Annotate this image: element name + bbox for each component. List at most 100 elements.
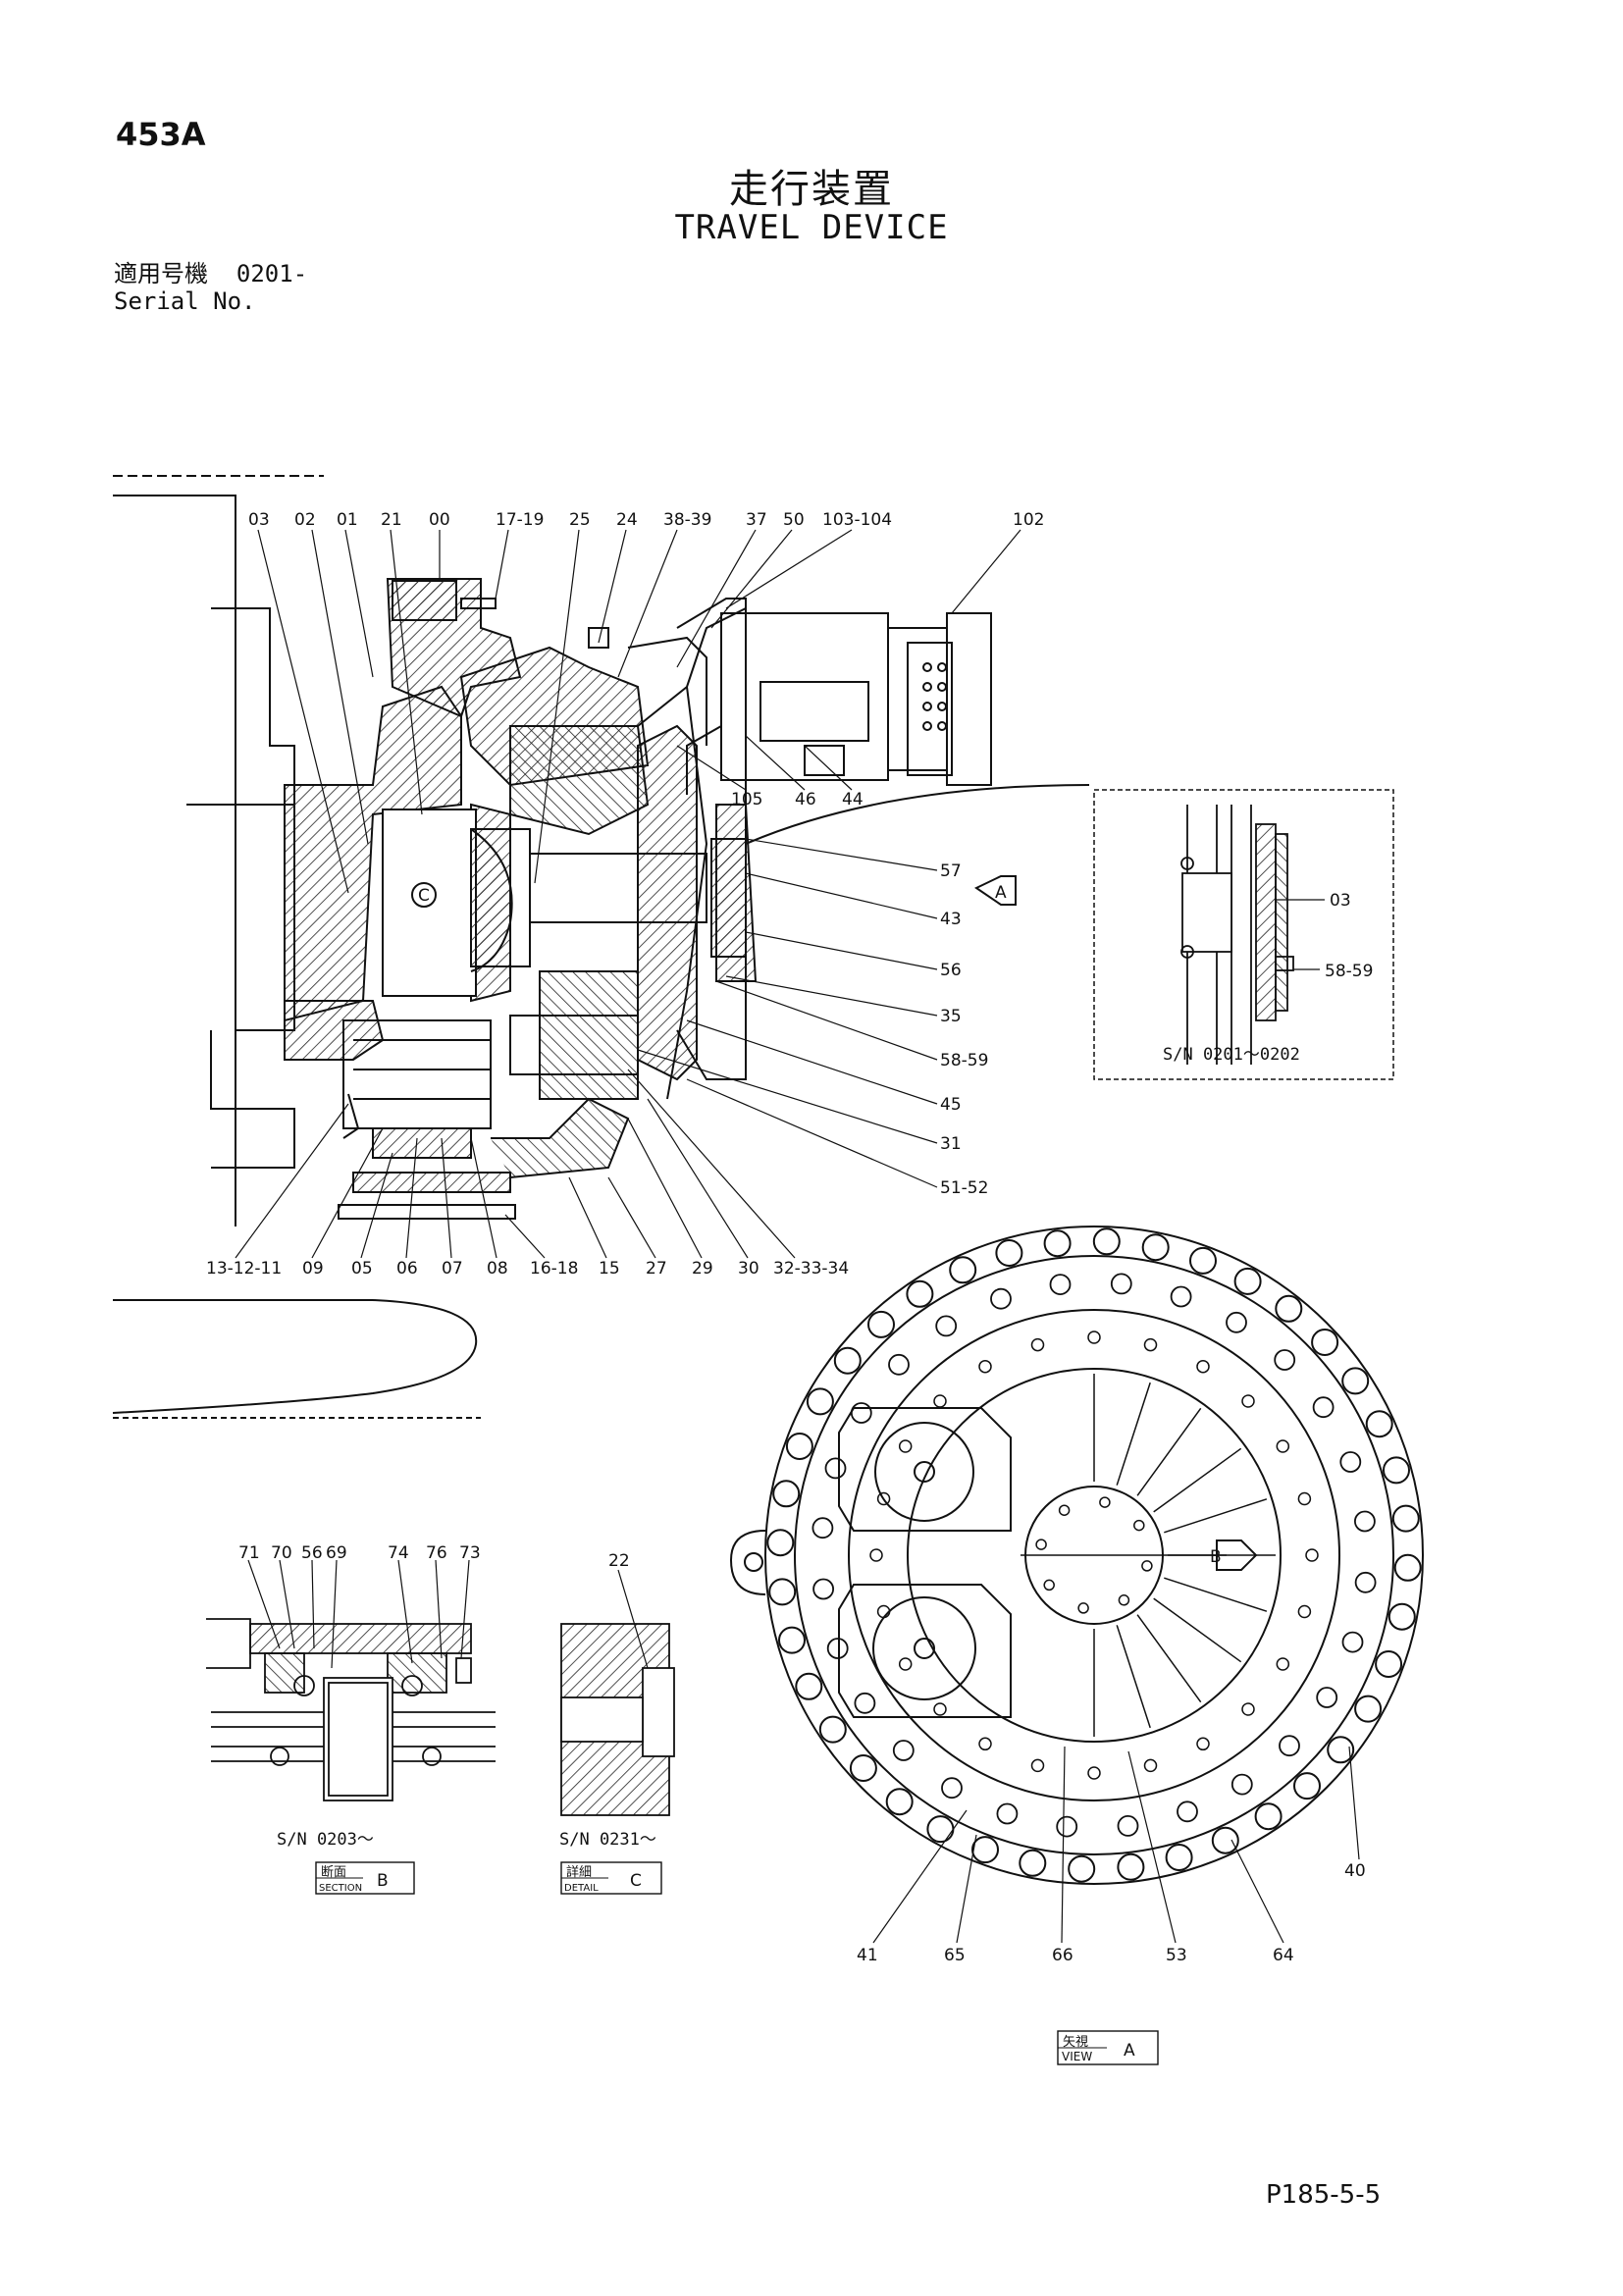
bolt-hole bbox=[1341, 1367, 1370, 1395]
bolt-hole bbox=[1117, 1815, 1139, 1837]
section-b-callout-73: 73 bbox=[459, 1543, 481, 1563]
detail-c-box-letter: C bbox=[630, 1871, 642, 1891]
callout-51-52: 51-52 bbox=[940, 1178, 988, 1198]
view-a-callout-65: 65 bbox=[944, 1946, 966, 1965]
bolt-hole bbox=[898, 1439, 913, 1453]
bolt-hole bbox=[1354, 1510, 1376, 1533]
main-callouts: 03 02 01 21 00 17-19 25 24 38-39 37 50 1… bbox=[206, 510, 1044, 1278]
spoke-line bbox=[1164, 1498, 1268, 1534]
bolt-hole bbox=[888, 1353, 910, 1376]
bolt-hole bbox=[1133, 1519, 1145, 1532]
callout-13-12-11: 13-12-11 bbox=[206, 1259, 282, 1278]
view-a-callout-66: 66 bbox=[1052, 1946, 1073, 1965]
bolt-hole bbox=[1141, 1560, 1153, 1572]
spoke-line bbox=[1153, 1447, 1242, 1513]
bolt-hole bbox=[795, 1672, 823, 1700]
sheet-code: 453A bbox=[116, 116, 206, 153]
bolt-hole bbox=[906, 1279, 934, 1308]
bolt-hole bbox=[1316, 1687, 1338, 1708]
bolt-hole bbox=[1117, 1852, 1145, 1881]
section-b-callout-74: 74 bbox=[388, 1543, 409, 1563]
bolt-hole bbox=[1087, 1766, 1101, 1780]
bolt-hole bbox=[1019, 1849, 1047, 1877]
callout-105: 105 bbox=[731, 790, 762, 809]
bolt-hole bbox=[1276, 1439, 1290, 1453]
callout-31: 31 bbox=[940, 1134, 962, 1154]
bolt-hole bbox=[892, 1740, 915, 1761]
callout-01: 01 bbox=[337, 510, 358, 530]
bolt-hole bbox=[1196, 1737, 1210, 1751]
bolt-hole bbox=[898, 1657, 913, 1671]
callout-02: 02 bbox=[294, 510, 316, 530]
bolt-hole bbox=[1211, 1826, 1239, 1854]
callout-17-19: 17-19 bbox=[496, 510, 544, 530]
bolt-hole bbox=[1312, 1396, 1335, 1419]
bolt-hole bbox=[990, 1287, 1012, 1310]
callout-35: 35 bbox=[940, 1007, 962, 1026]
callout-27: 27 bbox=[646, 1259, 667, 1278]
serial-block: 適用号機 0201- Serial No. bbox=[114, 260, 307, 315]
callout-45: 45 bbox=[940, 1095, 962, 1115]
bolt-hole bbox=[869, 1548, 883, 1562]
inset-callout-58-59: 58-59 bbox=[1325, 962, 1373, 981]
bolt-hole bbox=[1297, 1491, 1312, 1506]
inset-sn-0201: 03 58-59 S/N 0201～0202 bbox=[1093, 789, 1394, 1080]
bolt-hole bbox=[1030, 1758, 1045, 1773]
detail-c-box-jp: 詳細 bbox=[566, 1864, 592, 1880]
bolt-hole bbox=[1226, 1311, 1247, 1333]
callout-25: 25 bbox=[569, 510, 591, 530]
bolt-hole bbox=[1110, 1273, 1132, 1295]
section-b-callout-70: 70 bbox=[271, 1543, 292, 1563]
spoke-line bbox=[1136, 1614, 1202, 1703]
serial-value: 0201- bbox=[236, 260, 308, 287]
bolt-hole bbox=[867, 1310, 895, 1338]
bolt-hole bbox=[1311, 1329, 1339, 1356]
bolt-hole bbox=[995, 1239, 1023, 1267]
callout-103-104: 103-104 bbox=[822, 510, 892, 530]
bolt-hole bbox=[1233, 1267, 1262, 1295]
bolt-hole bbox=[1077, 1602, 1089, 1614]
bolt-hole bbox=[1118, 1594, 1130, 1606]
bolt-hole bbox=[1383, 1456, 1410, 1485]
callout-09: 09 bbox=[302, 1259, 324, 1278]
callout-07: 07 bbox=[442, 1259, 463, 1278]
bolt-hole bbox=[1049, 1274, 1072, 1295]
bolt-hole bbox=[996, 1802, 1019, 1825]
callout-06: 06 bbox=[396, 1259, 418, 1278]
bolt-hole bbox=[1276, 1657, 1290, 1671]
callout-24: 24 bbox=[616, 510, 638, 530]
bolt-hole bbox=[1293, 1772, 1321, 1800]
bolt-hole bbox=[1341, 1631, 1364, 1653]
bolt-hole bbox=[1279, 1735, 1300, 1757]
bolt-hole bbox=[1393, 1553, 1422, 1582]
bolt-hole bbox=[849, 1754, 877, 1782]
bolt-hole bbox=[1170, 1285, 1192, 1308]
section-b-box-en: SECTION bbox=[319, 1883, 362, 1894]
bolt-hole bbox=[1165, 1844, 1193, 1871]
bolt-hole bbox=[812, 1578, 834, 1600]
bolt-hole bbox=[772, 1480, 801, 1508]
bolt-hole bbox=[806, 1387, 834, 1416]
view-a-callout-64: 64 bbox=[1273, 1946, 1294, 1965]
inset-callout-03: 03 bbox=[1330, 891, 1351, 911]
callout-30: 30 bbox=[738, 1259, 759, 1278]
spoke-line bbox=[1116, 1625, 1151, 1729]
detail-c-view: 22 S/N 0231～ 詳細 DETAIL C bbox=[559, 1551, 675, 1895]
serial-label-en: Serial No. bbox=[114, 287, 256, 315]
bolt-hole bbox=[1375, 1650, 1403, 1678]
bolt-hole bbox=[1196, 1359, 1210, 1374]
section-b-box-letter: B bbox=[377, 1871, 389, 1891]
bolt-hole bbox=[1043, 1229, 1072, 1258]
view-a-callout-53: 53 bbox=[1166, 1946, 1187, 1965]
inset-caption: S/N 0201～0202 bbox=[1163, 1045, 1300, 1065]
bolt-hole bbox=[1189, 1246, 1217, 1275]
section-b-callout-56: 56 bbox=[301, 1543, 323, 1563]
bolt-hole bbox=[1254, 1802, 1283, 1831]
bolt-hole bbox=[768, 1578, 797, 1606]
callout-56: 56 bbox=[940, 961, 962, 980]
callout-05: 05 bbox=[351, 1259, 373, 1278]
bolt-hole bbox=[1143, 1337, 1158, 1352]
bolt-hole bbox=[1177, 1800, 1198, 1823]
page-number: P185-5-5 bbox=[1266, 2180, 1382, 2210]
bolt-hole bbox=[1099, 1496, 1111, 1508]
